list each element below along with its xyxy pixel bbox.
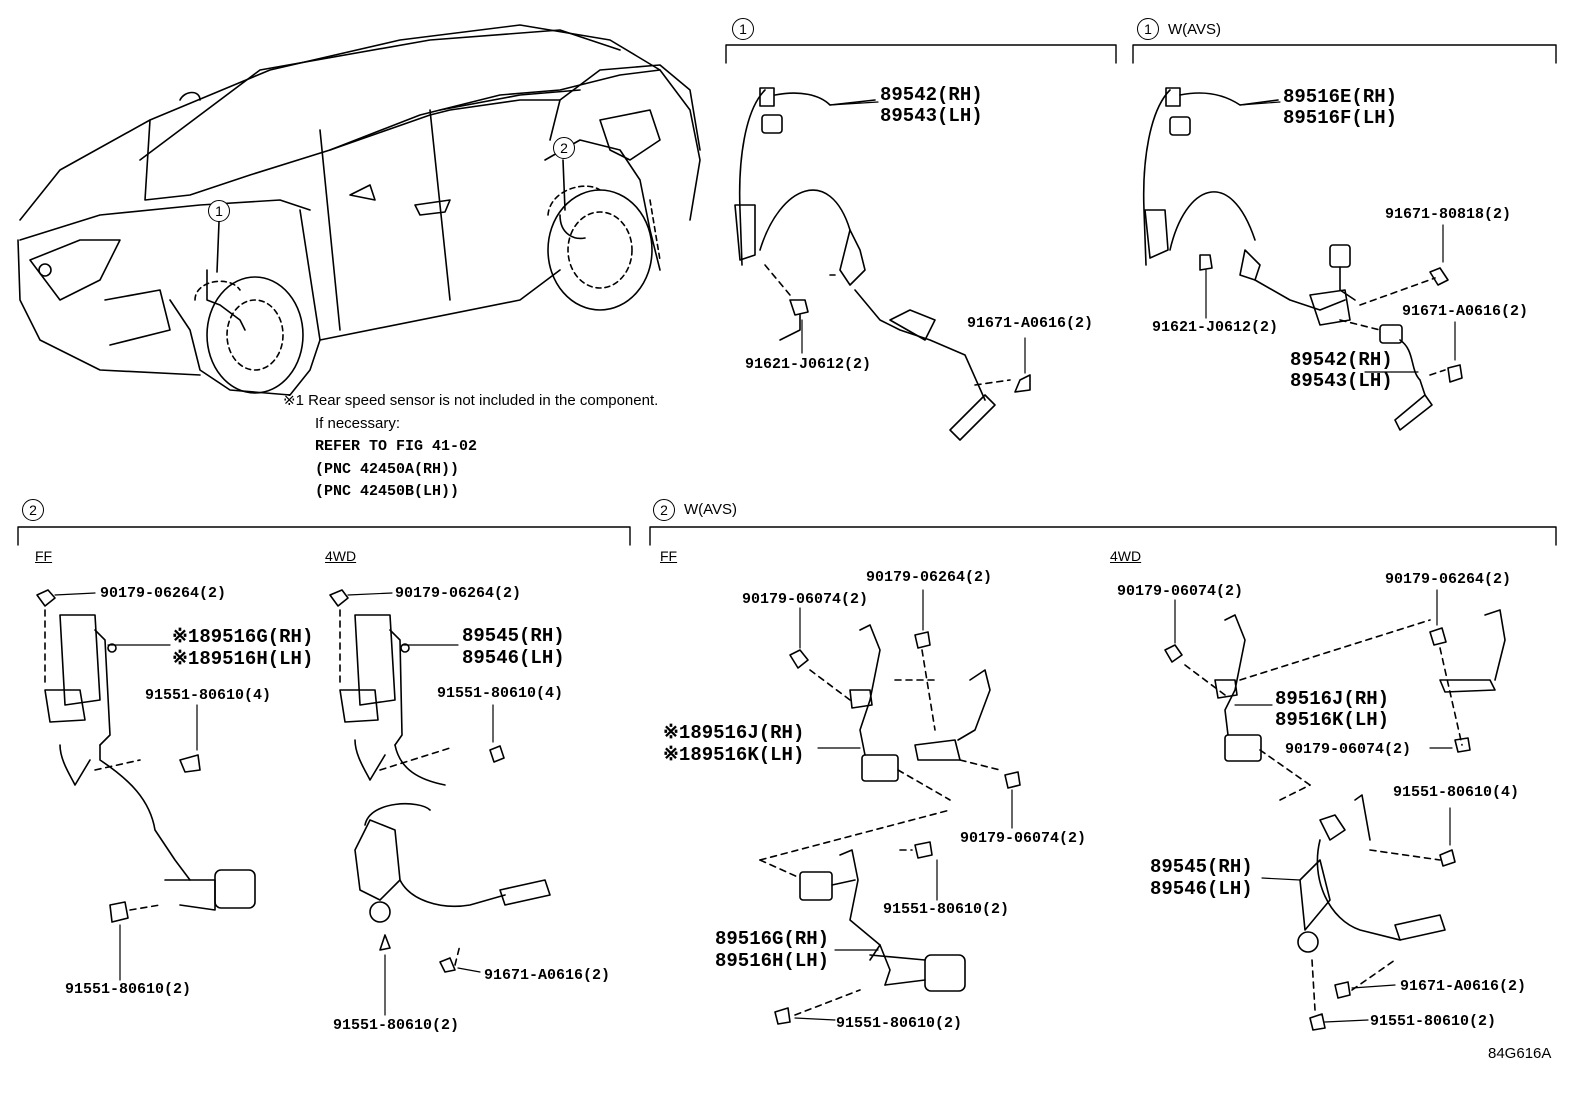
part-label: 91671-A0616(2) bbox=[967, 315, 1094, 332]
section-2-number: 2 bbox=[22, 499, 44, 521]
part-label: 89516J(RH) bbox=[1275, 688, 1390, 710]
part-label: 89516F(LH) bbox=[1283, 107, 1398, 129]
part-label: 91671-A0616(2) bbox=[1402, 303, 1529, 320]
part-label: ※189516J(RH) bbox=[663, 722, 805, 744]
part-label: 90179-06264(2) bbox=[395, 585, 522, 602]
subheading-ff-avs: FF bbox=[660, 548, 678, 564]
note-line-1: ※1 Rear speed sensor is not included in … bbox=[283, 392, 659, 409]
part-label: 89516H(LH) bbox=[715, 950, 830, 972]
part-label: 91671-A0616(2) bbox=[1400, 978, 1527, 995]
figure-id: 84G616A bbox=[1488, 1045, 1552, 1062]
part-label: 90179-06074(2) bbox=[1285, 741, 1412, 758]
part-label: 91551-80610(2) bbox=[1370, 1013, 1497, 1030]
section-brackets bbox=[17, 44, 1557, 546]
part-label: 90179-06264(2) bbox=[866, 569, 993, 586]
vehicle-illustration bbox=[17, 24, 701, 396]
part-label: 89546(LH) bbox=[1150, 878, 1253, 900]
rear-ff-avs-assembly bbox=[759, 589, 1021, 1025]
part-label: 89546(LH) bbox=[462, 647, 565, 669]
subheading-4wd-avs: 4WD bbox=[1110, 548, 1142, 564]
part-label: 91671-80818(2) bbox=[1385, 206, 1512, 223]
part-label: 91621-J0612(2) bbox=[1152, 319, 1279, 336]
rear-4wd-assembly bbox=[329, 589, 551, 1016]
section-2-avs-number: 2 bbox=[653, 499, 675, 521]
callout-1: 1 bbox=[208, 200, 230, 222]
part-label: 89542(RH) bbox=[1290, 349, 1393, 371]
section-1-avs-title: W(AVS) bbox=[1168, 21, 1222, 38]
section-1-number: 1 bbox=[732, 18, 754, 40]
part-label: 89542(RH) bbox=[880, 84, 983, 106]
part-label: 91621-J0612(2) bbox=[745, 356, 872, 373]
part-label: 91671-A0616(2) bbox=[484, 967, 611, 984]
note-line-5: (PNC 42450B(LH)) bbox=[315, 483, 460, 500]
callout-2: 2 bbox=[553, 137, 575, 159]
part-label: 91551-80610(4) bbox=[437, 685, 564, 702]
front-sensor-assembly-avs bbox=[1142, 87, 1463, 431]
part-label: 89545(RH) bbox=[1150, 856, 1253, 878]
part-label: 89545(RH) bbox=[462, 625, 565, 647]
part-label: 90179-06264(2) bbox=[100, 585, 227, 602]
part-label: 91551-80610(2) bbox=[883, 901, 1010, 918]
front-sensor-assembly bbox=[734, 87, 1031, 441]
part-label: 90179-06074(2) bbox=[1117, 583, 1244, 600]
section-1-avs-number: 1 bbox=[1137, 18, 1159, 40]
note-line-3: REFER TO FIG 41-02 bbox=[315, 438, 478, 455]
part-label: 89543(LH) bbox=[880, 105, 983, 127]
rear-4wd-avs-assembly bbox=[1164, 589, 1506, 1031]
part-label: 91551-80610(2) bbox=[65, 981, 192, 998]
part-label: ※189516H(LH) bbox=[172, 648, 314, 670]
part-label: ※189516K(LH) bbox=[663, 744, 805, 766]
part-label: 91551-80610(2) bbox=[333, 1017, 460, 1034]
part-label: 89516E(RH) bbox=[1283, 86, 1398, 108]
part-label: 91551-80610(4) bbox=[1393, 784, 1520, 801]
part-label: 90179-06074(2) bbox=[742, 591, 869, 608]
part-label: 91551-80610(4) bbox=[145, 687, 272, 704]
section-2-avs-title: W(AVS) bbox=[684, 501, 738, 518]
rear-ff-assembly bbox=[36, 589, 256, 981]
subheading-ff: FF bbox=[35, 548, 53, 564]
part-label: 90179-06264(2) bbox=[1385, 571, 1512, 588]
part-label: 89543(LH) bbox=[1290, 370, 1393, 392]
note-line-4: (PNC 42450A(RH)) bbox=[315, 461, 460, 478]
part-label: 89516K(LH) bbox=[1275, 709, 1390, 731]
part-label: 91551-80610(2) bbox=[836, 1015, 963, 1032]
subheading-4wd: 4WD bbox=[325, 548, 357, 564]
note-line-2: If necessary: bbox=[315, 415, 401, 432]
part-label: 90179-06074(2) bbox=[960, 830, 1087, 847]
part-label: 89516G(RH) bbox=[715, 928, 830, 950]
part-label: ※189516G(RH) bbox=[172, 626, 314, 648]
